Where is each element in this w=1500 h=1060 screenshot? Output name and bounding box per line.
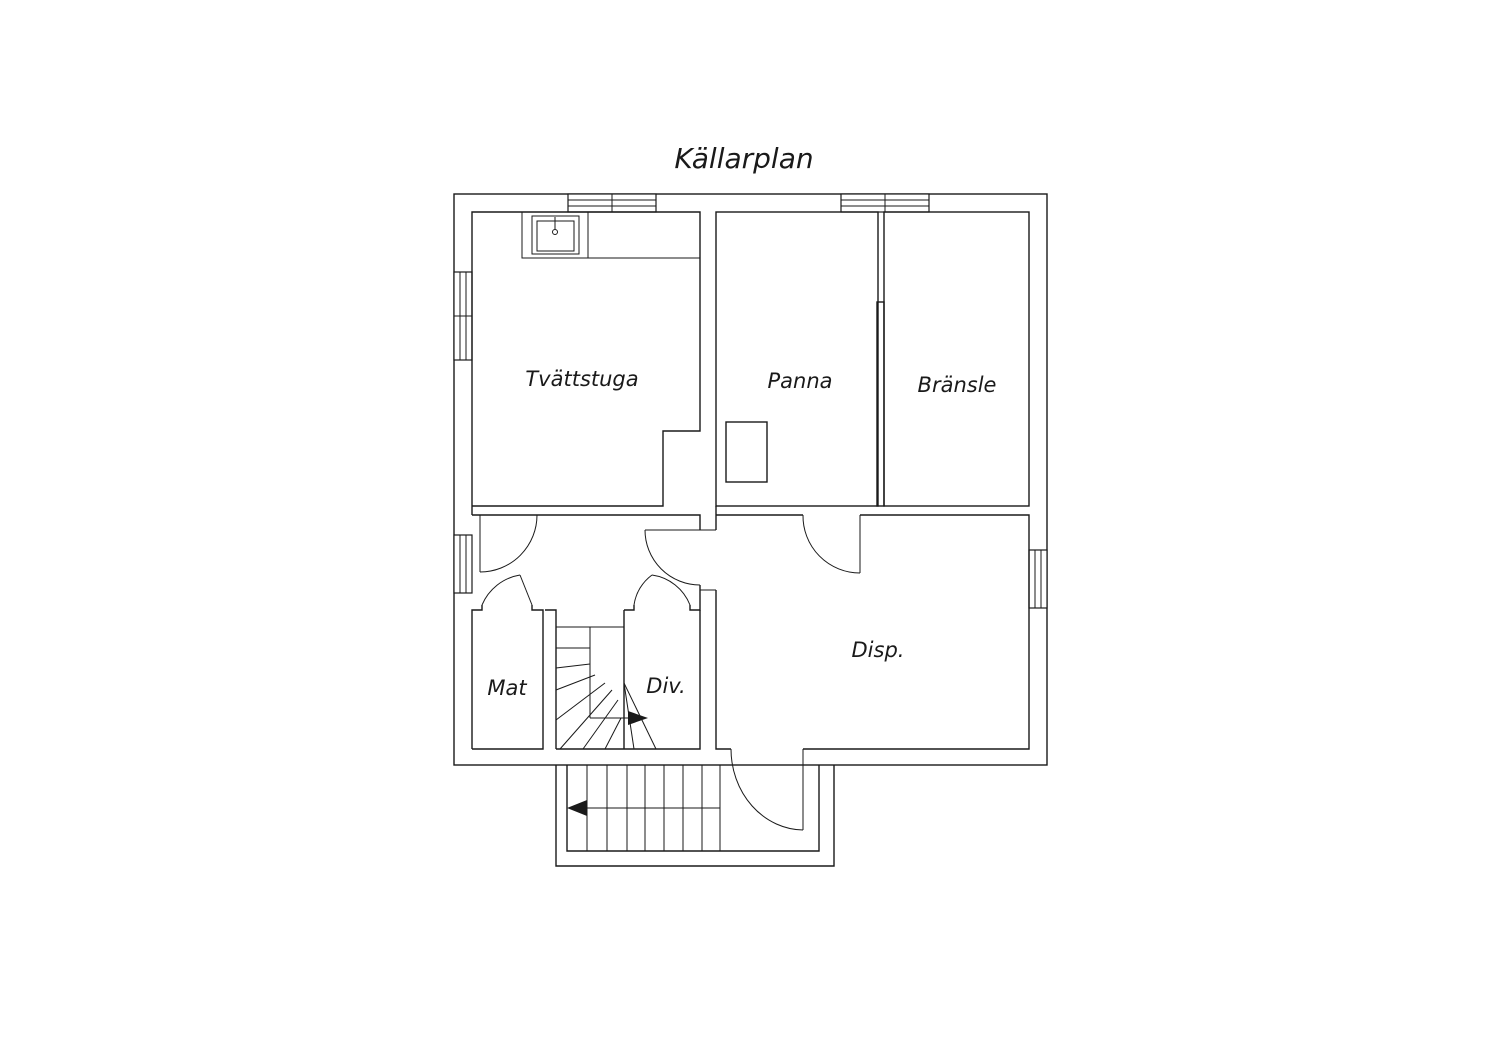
door-mat — [481, 574, 521, 606]
room-wall-bransle — [883, 211, 1030, 507]
room-label-panna: Panna — [767, 369, 832, 393]
room-label-disp: Disp. — [852, 638, 905, 662]
room-label-mat: Mat — [487, 676, 527, 700]
door-div — [633, 574, 653, 606]
door-panna — [802, 514, 861, 574]
window-top-left — [567, 193, 657, 213]
stair-steps — [555, 626, 657, 750]
stair-arrow-up — [628, 711, 648, 725]
door-entrance — [730, 748, 804, 831]
entrance-stair — [567, 765, 721, 851]
entrance-enclosure-outer — [555, 765, 835, 867]
boiler — [725, 421, 768, 483]
room-wall-tvattstuga — [471, 211, 701, 507]
plan-title: Källarplan — [674, 142, 813, 175]
door-hall — [644, 529, 716, 611]
door-div-leaf — [651, 574, 691, 606]
window-left-lower — [453, 534, 473, 594]
wall-segment — [715, 590, 731, 750]
room-label-div: Div. — [646, 674, 685, 698]
room-wall-panna — [715, 211, 879, 507]
room-wall-mat-right — [472, 605, 544, 750]
door-tvattstuga — [479, 514, 538, 573]
room-wall-disp — [803, 514, 1030, 750]
window-right — [1028, 549, 1048, 609]
outer-wall — [453, 193, 1048, 766]
door-mat-leaf — [519, 574, 533, 606]
sink-counter — [521, 211, 701, 259]
room-wall-div-bottom — [556, 610, 701, 750]
wall-segment — [536, 514, 701, 530]
stair-arrow-down — [567, 800, 587, 816]
window-left-upper — [453, 271, 473, 361]
window-top-right — [840, 193, 930, 213]
room-label-bransle: Bränsle — [918, 373, 997, 397]
room-wall-div — [624, 605, 635, 611]
room-label-tvattstuga: Tvättstuga — [525, 367, 638, 391]
room-wall-mat — [471, 605, 483, 749]
stair-wall-left — [545, 609, 557, 749]
